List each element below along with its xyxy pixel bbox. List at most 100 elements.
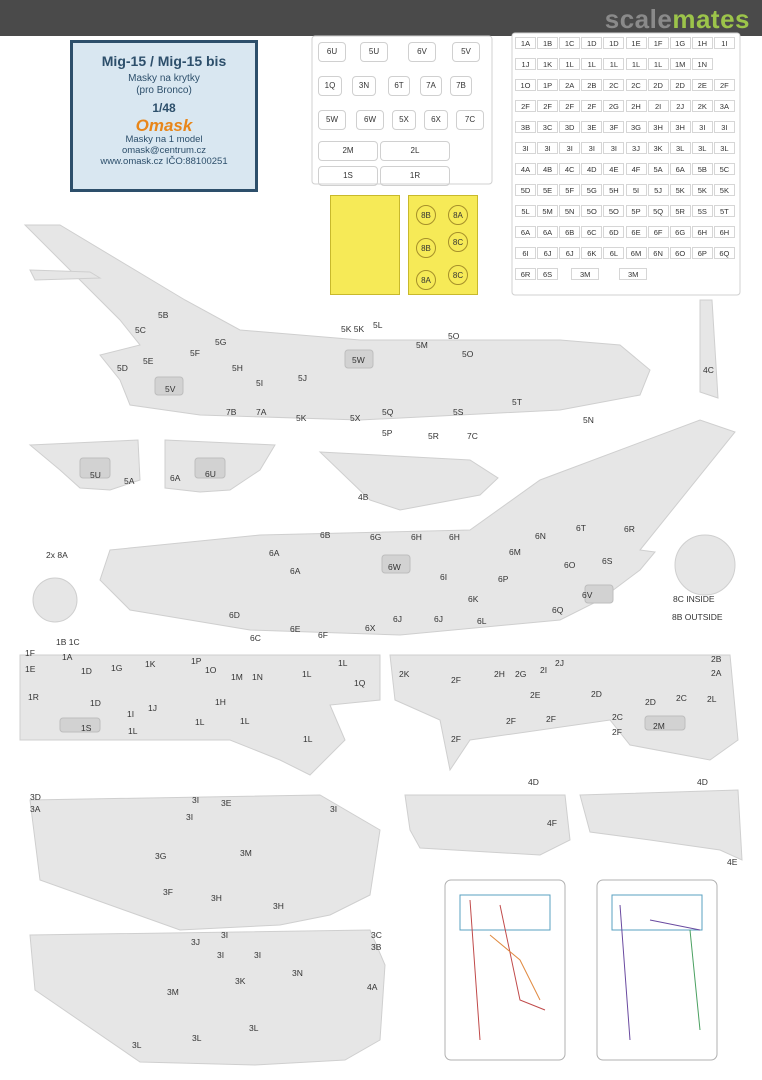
grid-cell: 2F [713, 79, 735, 91]
part-label: 6W [388, 562, 401, 572]
part-label: 5J [298, 373, 307, 383]
part-label: 3H [211, 893, 222, 903]
mask-label: 2M [318, 141, 378, 161]
part-label: 1O [205, 665, 217, 675]
mask-label: 5V [452, 42, 480, 62]
grid-cell: 1C [559, 37, 581, 49]
part-label: 2H [494, 669, 505, 679]
grid-cell: 2B [581, 79, 603, 91]
grid-cell: 2F [581, 100, 603, 112]
part-label: 5Q [382, 407, 394, 417]
mask-label: 7C [456, 110, 484, 130]
grid-cell: 1D [603, 37, 625, 49]
part-label: 5L [373, 320, 383, 330]
part-label: 2F [612, 727, 622, 737]
part-label: 3E [221, 798, 232, 808]
top-banner: scalemates [0, 0, 762, 36]
part-label: 6P [498, 574, 509, 584]
part-label: 1B 1C [56, 637, 80, 647]
part-label: 6H [449, 532, 460, 542]
part-label: 2D [645, 697, 656, 707]
part-label: 5N [583, 415, 594, 425]
part-label: 3I [217, 950, 225, 960]
part-label: 3L [249, 1023, 259, 1033]
part-label: 5D [117, 363, 128, 373]
grid-cell: 3D [559, 121, 581, 133]
yellow-mask-label: 8C [448, 232, 468, 252]
grid-cell: 1M [669, 58, 691, 70]
grid-cell: 2F [537, 100, 559, 112]
part-label: 2F [451, 675, 461, 685]
part-label: 1H [215, 697, 226, 707]
part-label: 2E [530, 690, 541, 700]
grid-cell: 6H [713, 226, 735, 238]
grid-cell: 2C [603, 79, 625, 91]
part-label: 1N [252, 672, 263, 682]
part-label: 4D [697, 777, 708, 787]
part-label: 6V [582, 590, 593, 600]
part-label: 3K [235, 976, 246, 986]
grid-cell: 3I [515, 142, 536, 154]
part-label: 5K [296, 413, 307, 423]
grid-cell: 3L [691, 142, 713, 154]
part-label: 6A [269, 548, 280, 558]
part-label: 3I [330, 804, 338, 814]
grid-cell: 1O [515, 79, 536, 91]
part-label: 1E [25, 664, 36, 674]
grid-cell: 1L [581, 58, 603, 70]
part-label: 2C [676, 693, 687, 703]
grid-cell: 2A [559, 79, 581, 91]
part-label: 5A [124, 476, 135, 486]
grid-cell: 1H [691, 37, 713, 49]
part-label: 5P [382, 428, 393, 438]
grid-cell: 5R [669, 205, 691, 217]
part-label: 6D [229, 610, 240, 620]
part-label: 1F [25, 648, 35, 658]
part-label: 6N [535, 531, 546, 541]
grid-cell: 2G [603, 100, 625, 112]
part-label: 5I [256, 378, 264, 388]
grid-cell: 1P [537, 79, 559, 91]
grid-cell: 3L [669, 142, 691, 154]
info-line-3: www.omask.cz IČO:88100251 [100, 156, 228, 168]
part-label: 6J [393, 614, 402, 624]
grid-cell: 6D [603, 226, 625, 238]
grid-cell: 6L [603, 247, 625, 259]
part-label: 1G [111, 663, 123, 673]
grid-cell: 3H [647, 121, 669, 133]
scalemates-logo[interactable]: scalemates [604, 4, 750, 34]
grid-cell: 5P [625, 205, 647, 217]
grid-cell: 5D [515, 184, 536, 196]
grid-cell: 5H [603, 184, 625, 196]
part-label: 6O [564, 560, 576, 570]
part-label: 8B OUTSIDE [672, 612, 723, 622]
grid-cell: 6A [669, 163, 691, 175]
part-label: 1A [62, 652, 73, 662]
grid-cell: 2E [691, 79, 713, 91]
grid-cell: 5E [537, 184, 559, 196]
grid-cell: 5M [537, 205, 559, 217]
part-label: 5S [453, 407, 464, 417]
part-label: 4C [703, 365, 714, 375]
mask-label: 3N [352, 76, 376, 96]
part-label: 6H [411, 532, 422, 542]
grid-cell: 3K [647, 142, 669, 154]
grid-cell: 5K [713, 184, 735, 196]
part-label: 7A [256, 407, 267, 417]
grid-cell: 6J [537, 247, 559, 259]
part-label: 5F [190, 348, 200, 358]
grid-cell: 5I [625, 184, 647, 196]
grid-cell: 6A [537, 226, 559, 238]
grid-cell: 3I [713, 121, 735, 133]
mask-label: 6V [408, 42, 436, 62]
part-label: 3H [273, 901, 284, 911]
part-label: 5K 5K [341, 324, 365, 334]
yellow-mask-panel-1 [330, 195, 400, 295]
grid-cell: 5G [581, 184, 603, 196]
part-label: 6F [318, 630, 328, 640]
grid-cell: 6O [669, 247, 691, 259]
part-label: 6J [434, 614, 443, 624]
part-label: 1K [145, 659, 156, 669]
part-label: 5X [350, 413, 361, 423]
grid-cell: 3M [619, 268, 648, 280]
